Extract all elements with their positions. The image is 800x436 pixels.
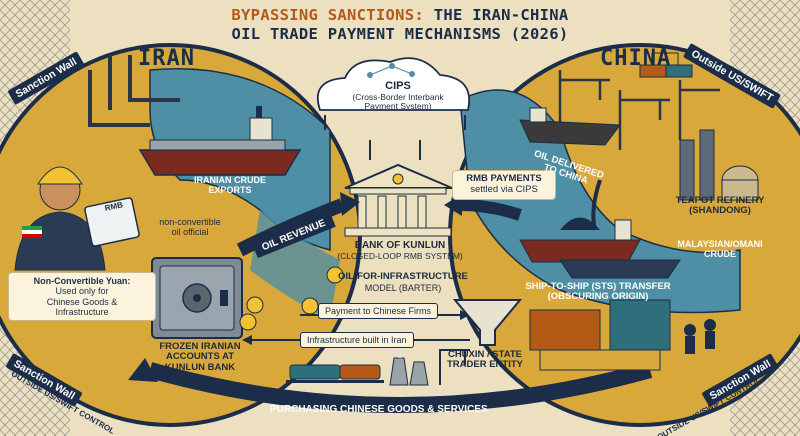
- bank-sub: (CLOSED-LOOP RMB SYSTEM): [337, 251, 463, 261]
- chuxin-1: CHUXIN / STATE: [447, 349, 523, 360]
- cips-cloud-icon: [316, 57, 470, 111]
- title-line2: OIL TRADE PAYMENT MECHANISMS (2026): [231, 25, 569, 44]
- chuxin-label: CHUXIN / STATE TRADER ENTITY: [430, 349, 540, 371]
- cips-arrows: [324, 115, 466, 160]
- oil-official-icon: [14, 166, 140, 271]
- malay-1: MALAYSIAN/OMANI: [677, 239, 763, 249]
- official-label: non-convertible oil official: [140, 217, 240, 238]
- frozen-3: KUNLUN BANK: [164, 361, 236, 373]
- page-title: BYPASSING SANCTIONS: THE IRAN-CHINA OIL …: [225, 6, 575, 45]
- infra-built-label: Infrastructure built in Iran: [300, 332, 414, 348]
- country-china: CHINA: [600, 46, 672, 71]
- train-icon: [286, 364, 384, 383]
- power-plant-icon: [389, 346, 429, 386]
- frozen-accounts-label: FROZEN IRANIAN ACCOUNTS AT KUNLUN BANK: [140, 341, 260, 373]
- yuan-2: Used only for: [55, 286, 109, 297]
- crude-exports-label: IRANIAN CRUDE EXPORTS: [175, 175, 285, 196]
- iranian-tanker-icon: [138, 106, 302, 176]
- sts-label: SHIP-TO-SHIP (STS) TRANSFER (OBSCURING O…: [498, 281, 698, 303]
- rmb-payments-label: RMB PAYMENTS settled via CIPS: [452, 170, 556, 200]
- safe-icon: [151, 257, 243, 339]
- transfer-hose: [591, 179, 602, 231]
- barter-title: OIL-FOR-INFRASTRUCTURE: [338, 271, 468, 282]
- cips-full-1: (Cross-Border Interbank: [352, 92, 444, 102]
- frozen-1: FROZEN IRANIAN: [159, 341, 241, 352]
- pipeline-icon: [88, 55, 180, 127]
- containers-icon: [639, 52, 693, 78]
- bank-name: BANK OF KUNLUN: [354, 240, 446, 251]
- cips-name: CIPS: [385, 80, 411, 92]
- cips-full-2: Payment System): [364, 101, 432, 112]
- barter-sub: MODEL (BARTER): [364, 283, 442, 293]
- refinery-icon: [679, 129, 759, 201]
- cips-full: (Cross-Border Interbank Payment System): [320, 92, 476, 112]
- yuan-note: Non-Convertible Yuan: Used only for Chin…: [8, 272, 156, 322]
- frozen-2: ACCOUNTS AT: [165, 351, 235, 363]
- oil-revenue-arrow: [236, 192, 360, 257]
- purchasing-label: PURCHASING CHINESE GOODS & SERVICES: [270, 404, 488, 415]
- country-iran: IRAN: [138, 46, 195, 71]
- yuan-3: Chinese Goods &: [46, 296, 118, 307]
- funnel-icon: [452, 299, 523, 346]
- chuxin-2: TRADER ENTITY: [447, 359, 523, 371]
- title-accent: BYPASSING SANCTIONS:: [231, 6, 425, 24]
- malay-crude-label: MALAYSIAN/OMANI CRUDE: [660, 239, 780, 260]
- crude-exports-2: EXPORTS: [208, 184, 252, 195]
- rmb-payments-sub: settled via CIPS: [470, 183, 538, 195]
- yuan-1: Non-Convertible Yuan:: [33, 276, 131, 286]
- crude-exports-1: IRANIAN CRUDE: [194, 175, 266, 185]
- teapot-refinery-label: TEAPOT REFINERY (SHANDONG): [660, 195, 780, 217]
- yuan-4: Infrastructure: [55, 307, 109, 318]
- malay-2: CRUDE: [703, 248, 736, 259]
- sts-tankers-icon: [519, 217, 681, 279]
- market-icon: [529, 299, 716, 371]
- coin-icons: [239, 266, 344, 331]
- crane-icon: [439, 349, 470, 385]
- sts-2: (OBSCURING ORIGIN): [547, 291, 649, 303]
- china-tanker-icon: [519, 107, 621, 146]
- payment-firms-label: Payment to Chinese Firms: [318, 303, 439, 319]
- bank-building-icon: [344, 163, 453, 237]
- port-cranes-icon: [558, 70, 720, 150]
- purchasing-arrow: [128, 358, 653, 413]
- title-rest: THE IRAN-CHINA: [433, 6, 569, 24]
- teapot-2: (SHANDONG): [689, 205, 751, 217]
- sts-1: SHIP-TO-SHIP (STS) TRANSFER: [525, 281, 671, 292]
- teapot-1: TEAPOT REFINERY: [675, 195, 765, 206]
- official-2: oil official: [171, 226, 209, 237]
- rmb-payments-title: RMB PAYMENTS: [466, 173, 542, 184]
- official-1: non-convertible: [159, 217, 221, 227]
